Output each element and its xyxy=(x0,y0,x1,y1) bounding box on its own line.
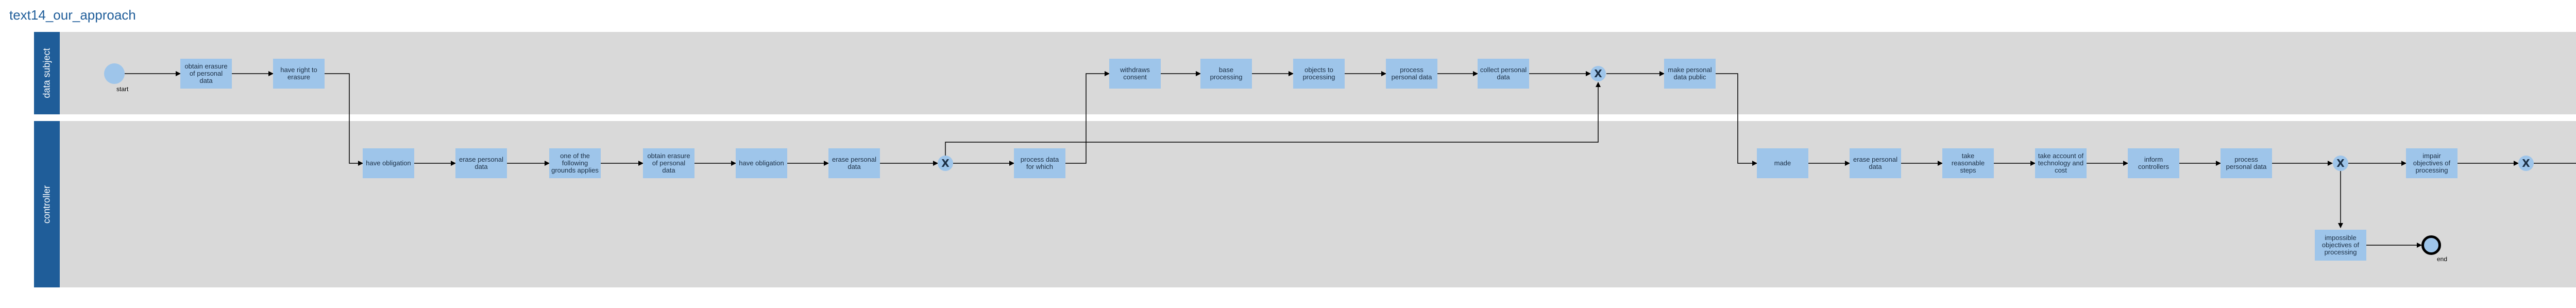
task-take-account-tech[interactable]: take account of technology and cost xyxy=(2035,148,2087,178)
end-event-impossible[interactable] xyxy=(2421,235,2441,255)
flow-gateway-to-ds-gateway xyxy=(945,82,1601,156)
task-impair-objectives[interactable]: impair objectives of processing xyxy=(2406,148,2458,178)
end-event-impossible-label: end xyxy=(2437,255,2448,263)
task-process-pd-ds[interactable]: process personal data xyxy=(1386,59,1437,89)
task-erase-pd-3[interactable]: erase personal data xyxy=(1850,148,1901,178)
task-collect-pd[interactable]: collect personal data xyxy=(1478,59,1529,89)
gateway-c1[interactable]: X xyxy=(938,156,953,171)
task-one-of-grounds[interactable]: one of the following grounds applies xyxy=(549,148,601,178)
lane-header-data-subject: data subject xyxy=(34,32,60,114)
task-process-pd-c[interactable]: process personal data xyxy=(2221,148,2272,178)
start-event[interactable] xyxy=(104,63,125,84)
task-erase-pd-2[interactable]: erase personal data xyxy=(828,148,880,178)
gateway-ds[interactable]: X xyxy=(1590,66,1606,81)
task-made[interactable]: made xyxy=(1757,148,1808,178)
task-withdraws-consent[interactable]: withdraws consent xyxy=(1109,59,1161,89)
diagram-title: text14_our_approach xyxy=(9,7,136,23)
task-have-obligation-1[interactable]: have obligation xyxy=(363,148,414,178)
task-obtain-erasure-ds[interactable]: obtain erasure of personal data xyxy=(180,59,232,89)
task-have-obligation-2[interactable]: have obligation xyxy=(736,148,787,178)
task-take-reasonable-steps[interactable]: take reasonable steps xyxy=(1942,148,1994,178)
task-impossible-objectives[interactable]: impossible objectives of processing xyxy=(2315,230,2366,261)
task-obtain-erasure-c[interactable]: obtain erasure of personal data xyxy=(643,148,694,178)
flow-make-public-to-made xyxy=(1716,73,1757,166)
gateway-c3[interactable]: X xyxy=(2518,156,2534,171)
task-erase-pd-1[interactable]: erase personal data xyxy=(455,148,507,178)
flow-process-data-to-withdraws xyxy=(1065,71,1110,164)
lane-header-controller: controller xyxy=(34,121,60,287)
task-inform-controllers[interactable]: inform controllers xyxy=(2128,148,2179,178)
flow-right-to-have-obligation xyxy=(325,73,363,166)
task-make-pd-public[interactable]: make personal data public xyxy=(1664,59,1716,89)
task-objects-processing[interactable]: objects to processing xyxy=(1293,59,1345,89)
task-process-data-for-which[interactable]: process data for which xyxy=(1014,148,1065,178)
start-event-label: start xyxy=(116,85,129,93)
task-base-processing[interactable]: base processing xyxy=(1200,59,1252,89)
gateway-c2[interactable]: X xyxy=(2333,156,2348,171)
task-have-right-erasure[interactable]: have right to erasure xyxy=(273,59,325,89)
